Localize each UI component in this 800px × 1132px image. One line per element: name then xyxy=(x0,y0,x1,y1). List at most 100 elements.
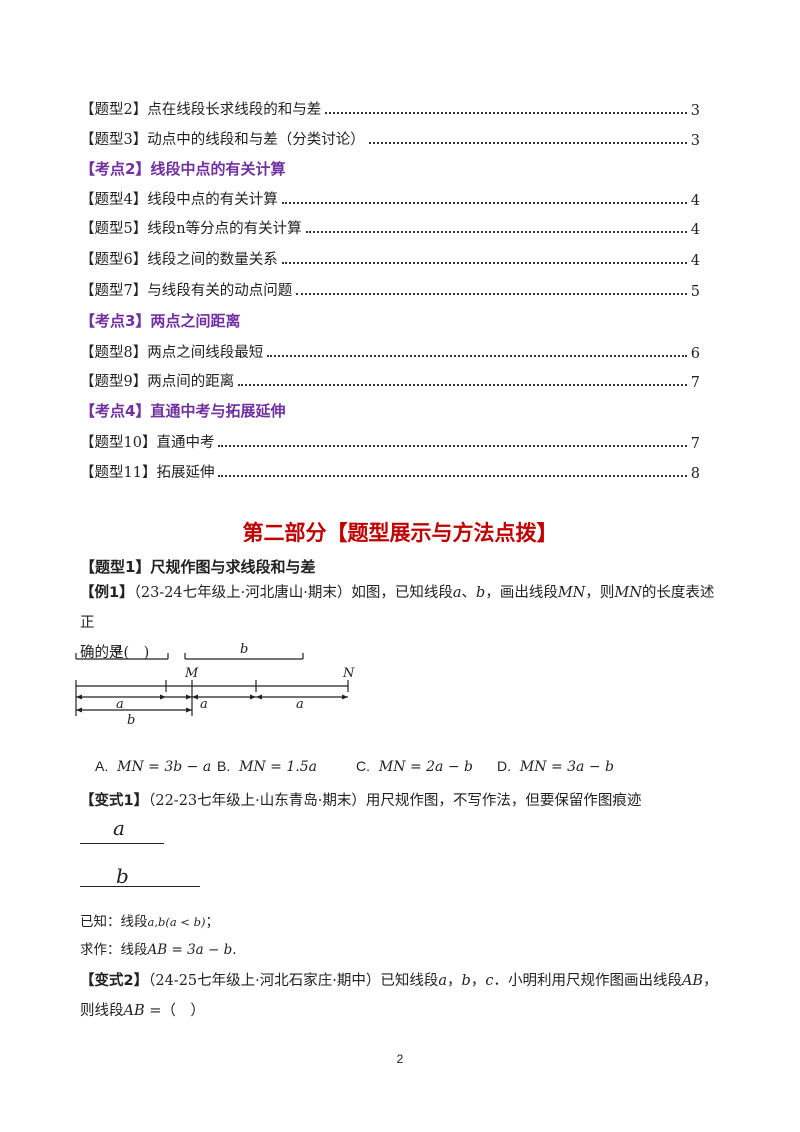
example-1-line-1: 【例1】（23-24七年级上·河北唐山·期末）如图，已知线段a、b，画出线段MN… xyxy=(80,578,720,638)
separator: ， xyxy=(447,973,462,989)
option-expr: MN = 3a − b xyxy=(519,759,614,775)
variant-2-line-2: 则线段AB =（ ） xyxy=(80,996,720,1026)
variant-1: 【变式1】（22-23七年级上·山东青岛·期末）用尺规作图，不写作法，但要保留作… xyxy=(80,786,720,816)
label-a-top: a xyxy=(114,642,122,657)
toc-label: 【题型2】点在线段长求线段的和与差 xyxy=(80,102,322,118)
var-b: b xyxy=(461,973,471,989)
part-title: 第二部分【题型展示与方法点拨】 xyxy=(242,521,558,545)
toc-row[interactable]: 【题型2】点在线段长求线段的和与差 3 xyxy=(80,95,700,119)
toc-page: 3 xyxy=(690,133,700,149)
toc-page: 3 xyxy=(690,103,700,119)
example-text: ，画出线段 xyxy=(485,585,558,601)
toc-label: 【题型10】直通中考 xyxy=(80,435,215,451)
known-line: 已知：线段a,b(a < b)； xyxy=(80,910,219,930)
label-a-3: a xyxy=(296,697,304,712)
toc-row[interactable]: 【题型11】拓展延伸 8 xyxy=(80,458,700,482)
var-ab: AB xyxy=(681,973,704,989)
toc-leader xyxy=(267,355,687,357)
option-d[interactable]: D. MN = 3a − b xyxy=(497,758,614,775)
toc-page: 7 xyxy=(690,436,700,452)
toc-label: 【题型5】线段n等分点的有关计算 xyxy=(80,221,302,237)
example-text: ，则 xyxy=(585,585,615,601)
var-a: a xyxy=(438,973,448,989)
section-title: 【题型1】尺规作图与求线段和与差 xyxy=(80,558,316,576)
toc-leader xyxy=(218,475,687,477)
variant-text: ．小明利用尺规作图画出线段 xyxy=(493,973,682,989)
known-suffix: ； xyxy=(205,914,220,930)
option-letter: A. xyxy=(95,758,109,774)
toc-label: 【题型3】动点中的线段和与差（分类讨论） xyxy=(80,132,365,148)
variant-text: （22-23七年级上·山东青岛·期末）用尺规作图，不写作法，但要保留作图痕迹 xyxy=(148,793,642,809)
segment-b-line xyxy=(80,886,200,887)
toc-row[interactable]: 【题型10】直通中考 7 xyxy=(80,428,700,452)
toc-label: 【题型8】两点之间线段最短 xyxy=(80,345,264,361)
toc-row[interactable]: 【题型8】两点之间线段最短 6 xyxy=(80,338,700,362)
example-1-line-2: 确的是( ) xyxy=(80,645,150,661)
toc-leader xyxy=(238,384,687,386)
variant-tag: 【变式2】 xyxy=(80,973,149,989)
var-mn: MN xyxy=(614,585,642,601)
example-1: 【例1】（23-24七年级上·河北唐山·期末）如图，已知线段a、b，画出线段MN… xyxy=(80,578,720,668)
toc-row[interactable]: 【题型7】与线段有关的动点问题 5 xyxy=(80,276,700,300)
var-mn: MN xyxy=(557,585,586,601)
toc-page: 4 xyxy=(690,193,700,209)
toc-row[interactable]: 【题型4】线段中点的有关计算 4 xyxy=(80,185,700,209)
toc-leader xyxy=(281,202,687,204)
separator: ， xyxy=(703,973,718,989)
toc-heading[interactable]: 【考点4】直通中考与拓展延伸 xyxy=(80,402,286,420)
known-prefix: 已知：线段 xyxy=(80,914,148,930)
toc-leader xyxy=(368,142,687,144)
toc-row[interactable]: 【题型9】两点间的距离 7 xyxy=(80,367,700,391)
toc-label: 【题型9】两点间的距离 xyxy=(80,374,235,390)
option-letter: B. xyxy=(217,758,231,774)
option-b[interactable]: B. MN = 1.5a xyxy=(217,758,317,775)
known-expr: a,b(a < b) xyxy=(147,915,206,929)
segment-a-label: a xyxy=(113,816,125,840)
construct-suffix: . xyxy=(232,942,237,958)
toc-label: 【题型7】与线段有关的动点问题 xyxy=(80,283,293,299)
option-letter: D. xyxy=(497,758,511,774)
toc-leader xyxy=(305,231,687,233)
var-c: c xyxy=(485,973,494,989)
var-ab: AB = xyxy=(123,1003,162,1019)
label-b-top: b xyxy=(240,642,248,657)
toc-label: 【题型4】线段中点的有关计算 xyxy=(80,192,278,208)
variant-text: 则线段 xyxy=(80,1003,124,1019)
toc-page: 6 xyxy=(690,346,700,362)
toc-page: 4 xyxy=(690,253,700,269)
example-tag: 【例1】 xyxy=(80,585,134,601)
variant-2-line-1: 【变式2】（24-25七年级上·河北石家庄·期中）已知线段a，b，c．小明利用尺… xyxy=(80,966,720,996)
separator: ， xyxy=(470,973,486,989)
label-n: N xyxy=(342,666,355,681)
label-a-2: a xyxy=(200,697,208,712)
example-text: 的长度表述正 xyxy=(80,585,715,631)
toc-leader xyxy=(325,112,687,114)
toc-label: 【题型11】拓展延伸 xyxy=(80,465,215,481)
option-letter: C. xyxy=(356,758,370,774)
toc-heading[interactable]: 【考点3】两点之间距离 xyxy=(80,312,241,330)
variant-tag: 【变式1】 xyxy=(80,793,149,809)
segment-figure: a b M N a a a b xyxy=(75,642,355,728)
construct-expr: AB = 3a − b xyxy=(147,942,233,958)
var-b: b xyxy=(476,585,486,601)
segment-a-line xyxy=(80,843,164,844)
answer-blank: （ ） xyxy=(161,1003,205,1019)
separator: 、 xyxy=(461,585,477,601)
toc-heading[interactable]: 【考点2】线段中点的有关计算 xyxy=(80,160,286,178)
option-c[interactable]: C. MN = 2a − b xyxy=(356,758,473,775)
variant-2: 【变式2】（24-25七年级上·河北石家庄·期中）已知线段a，b，c．小明利用尺… xyxy=(80,966,720,1026)
option-expr: MN = 3b − a xyxy=(117,759,212,775)
option-a[interactable]: A. MN = 3b − a xyxy=(95,758,211,775)
example-text: （23-24七年级上·河北唐山·期末）如图，已知线段 xyxy=(133,585,453,601)
toc-row[interactable]: 【题型5】线段n等分点的有关计算 4 xyxy=(80,214,700,238)
label-m: M xyxy=(184,666,199,681)
option-expr: MN = 1.5a xyxy=(239,759,317,775)
label-b-1: b xyxy=(127,713,135,728)
toc-page: 7 xyxy=(690,375,700,391)
toc-leader xyxy=(296,293,687,295)
toc-row[interactable]: 【题型6】线段之间的数量关系 4 xyxy=(80,245,700,269)
page-number: 2 xyxy=(396,1052,404,1066)
toc-row[interactable]: 【题型3】动点中的线段和与差（分类讨论） 3 xyxy=(80,125,700,149)
toc-label: 【题型6】线段之间的数量关系 xyxy=(80,252,278,268)
toc-page: 4 xyxy=(690,222,700,238)
